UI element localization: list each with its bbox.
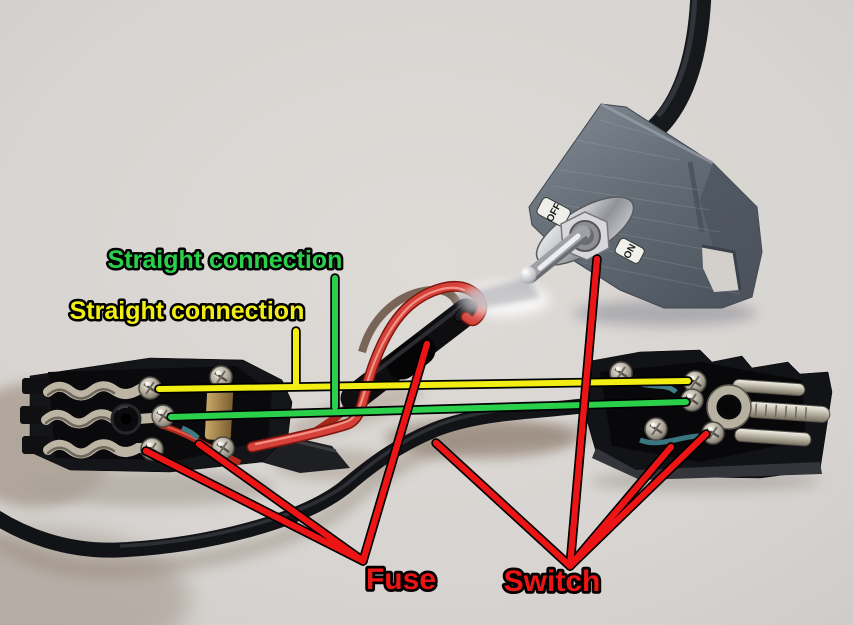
annotation-line-fuse xyxy=(359,340,431,565)
toggle-switch: OFF ON xyxy=(452,196,645,316)
on-marking-plate xyxy=(614,237,645,264)
annotation-line-yellow xyxy=(156,378,691,392)
annotation-line-green xyxy=(168,399,689,420)
annotation-label-fuse: Fuse xyxy=(366,563,436,596)
teal-wire xyxy=(639,433,701,446)
case-tooth xyxy=(22,378,50,394)
teal-wire xyxy=(181,425,200,440)
annotation-line-fuse xyxy=(195,440,367,565)
annotation-label-green: Straight connection xyxy=(108,246,343,274)
case-tooth xyxy=(20,406,48,424)
lever-tip xyxy=(519,266,537,284)
pin-texture xyxy=(754,403,808,420)
lever-shadow xyxy=(452,278,540,311)
contact-strips xyxy=(41,381,157,459)
right-connector xyxy=(583,349,833,480)
annotation-line-switch xyxy=(566,255,601,570)
ring-terminal xyxy=(707,385,751,429)
annotation-label-yellow: Straight connection xyxy=(70,297,305,325)
plug-pin xyxy=(734,427,812,447)
annotation-line-fuse xyxy=(142,447,367,565)
bracket-hook-gap xyxy=(702,246,740,292)
annotation-line-switch xyxy=(432,439,574,570)
terminal-screw xyxy=(643,416,669,442)
off-marking-plate xyxy=(536,197,571,227)
connector-shadow xyxy=(25,470,275,506)
annotation-line-switch xyxy=(566,430,710,570)
case-tooth xyxy=(22,436,50,454)
annotation-label-switch: Switch xyxy=(504,565,601,598)
red-fuse-wire-loop xyxy=(246,280,488,453)
